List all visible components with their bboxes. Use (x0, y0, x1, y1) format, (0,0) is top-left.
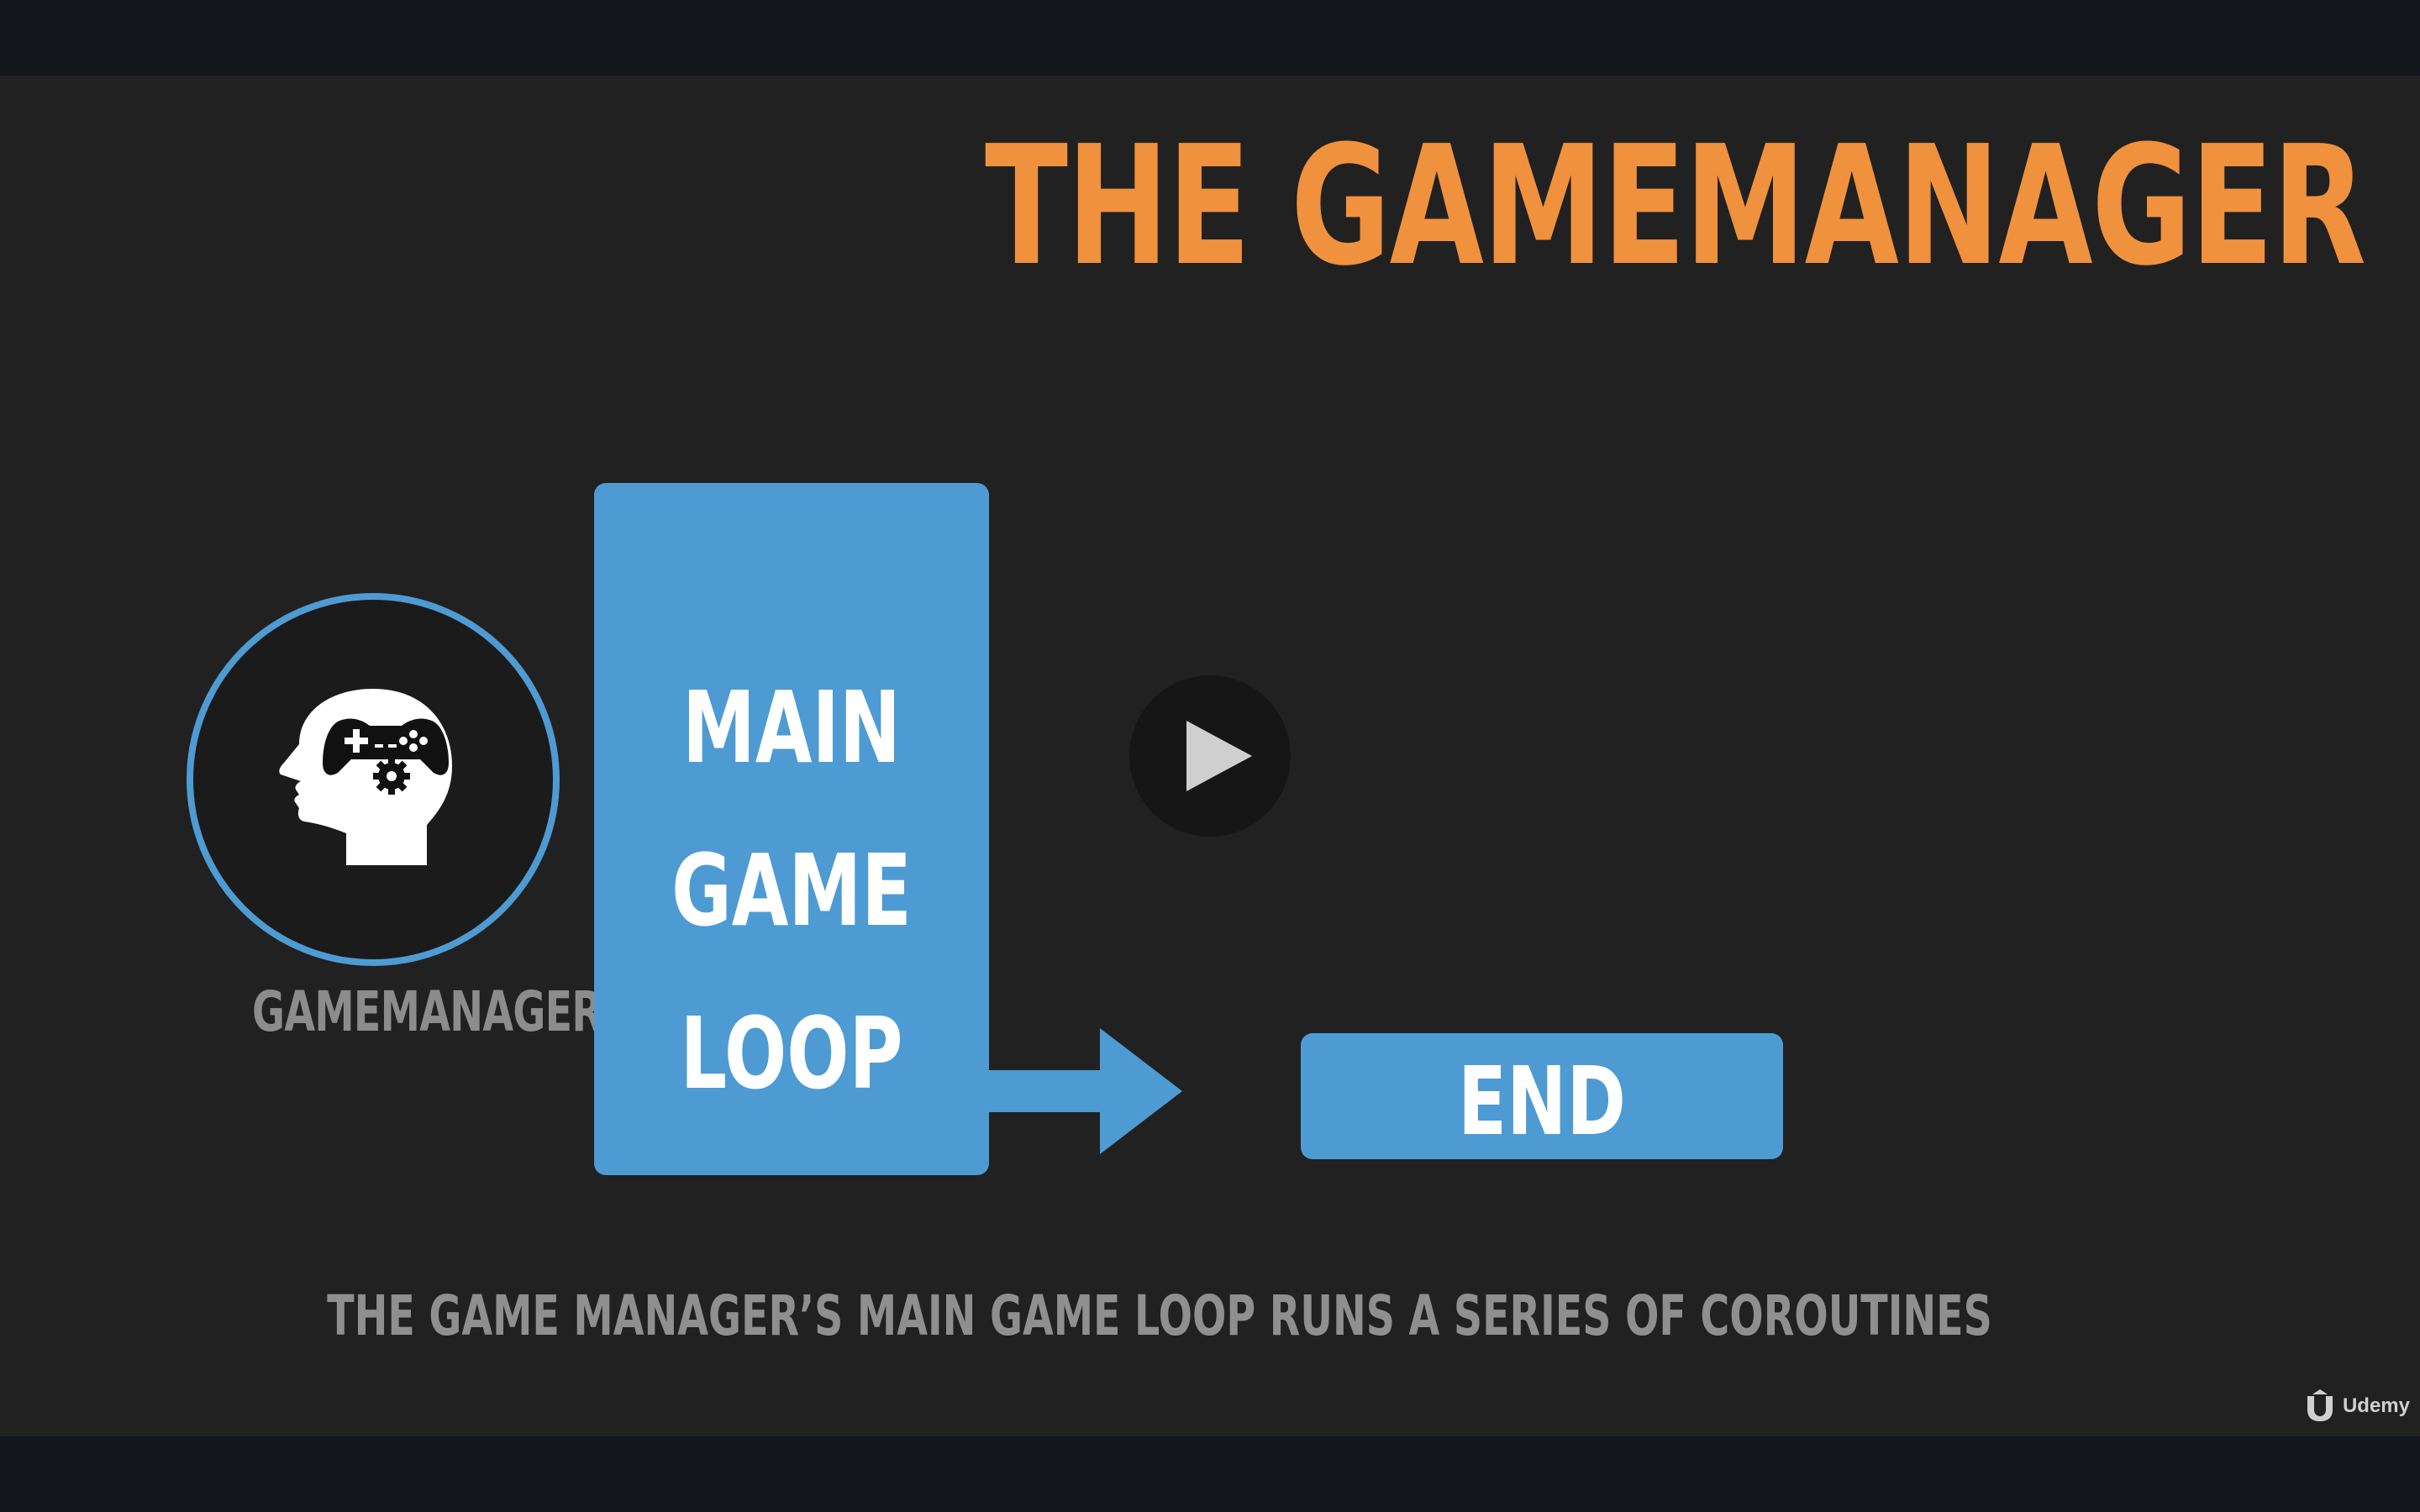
loop-word-game: GAME (671, 832, 912, 948)
lecture-slide: THE GAMEMANAGER (0, 76, 2420, 1436)
main-game-loop-box: MAIN GAME LOOP (594, 483, 989, 1175)
play-button[interactable] (1129, 675, 1291, 837)
loop-word-main: MAIN (681, 669, 902, 785)
play-icon (1186, 721, 1252, 791)
end-label: END (1457, 1047, 1627, 1157)
letterbox-top (0, 0, 2420, 76)
gamemanager-label: GAMEMANAGER (252, 979, 602, 1044)
udemy-logo-icon (2307, 1389, 2333, 1421)
arrow-right-icon (989, 1028, 1182, 1154)
slide-caption: THE GAME MANAGER’S MAIN GAME LOOP RUNS A… (327, 1284, 1992, 1348)
slide-title: THE GAMEMANAGER (985, 111, 2367, 302)
loop-word-loop: LOOP (680, 995, 903, 1111)
letterbox-bottom (0, 1436, 2420, 1512)
end-box: END (1301, 1033, 1783, 1159)
watermark-text: Udemy (2342, 1394, 2410, 1417)
gamemanager-avatar (187, 593, 560, 966)
brand-watermark: Udemy (2302, 1389, 2410, 1423)
head-gamepad-gear-icon (279, 689, 452, 865)
